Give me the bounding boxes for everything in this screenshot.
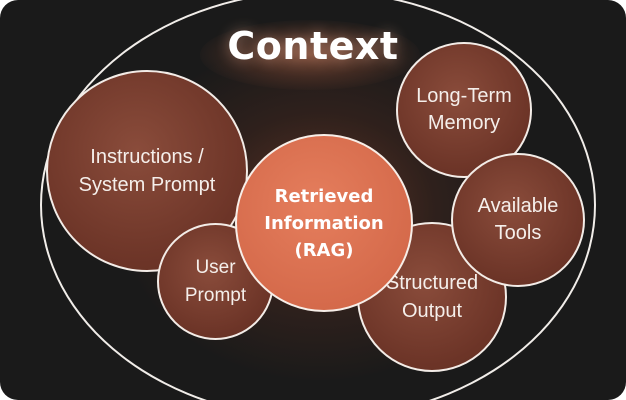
user-prompt-label: User Prompt (184, 256, 247, 306)
structured-output-label: Structured Output (385, 272, 479, 322)
instructions-label: Instructions / System Prompt (78, 146, 216, 196)
available-tools-bubble: Available Tools (451, 153, 585, 287)
rag-label: Retrieved Information (RAG) (264, 185, 384, 261)
rag-bubble: Retrieved Information (RAG) (235, 134, 413, 312)
long-term-memory-label: Long-Term Memory (416, 85, 512, 134)
context-boundary-circle (40, 0, 596, 400)
long-term-memory-bubble: Long-Term Memory (396, 42, 532, 178)
available-tools-label: Available Tools (477, 195, 559, 244)
diagram-title: Context (227, 24, 399, 68)
